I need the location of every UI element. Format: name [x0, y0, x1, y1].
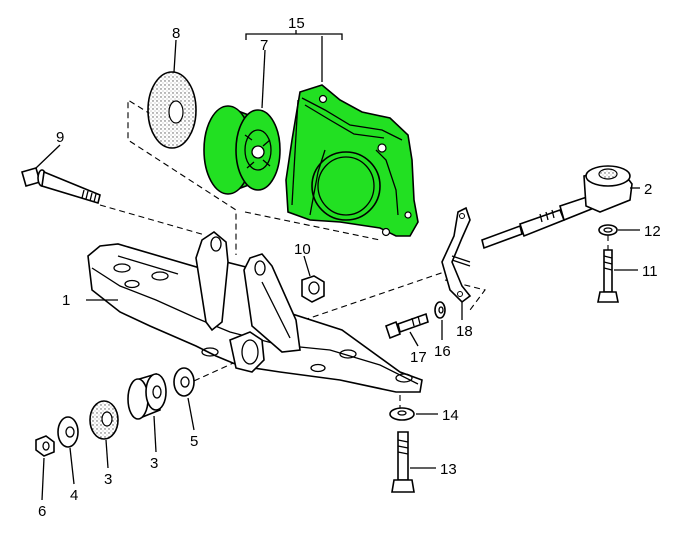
part-14-washer[interactable] [389, 407, 415, 421]
callout-14: 14 [442, 407, 459, 424]
part-5-washer[interactable] [173, 367, 195, 397]
callout-13: 13 [440, 461, 457, 478]
part-4-washer[interactable] [57, 416, 79, 448]
callout-9: 9 [56, 129, 64, 146]
callout-18: 18 [456, 323, 473, 340]
part-3-bushing-upper[interactable] [127, 372, 167, 420]
part-12-washer[interactable] [598, 224, 618, 236]
part-13-bolt[interactable] [391, 431, 415, 493]
part-7-rubber-mount[interactable] [203, 105, 281, 195]
part-3-bushing-lower[interactable] [89, 400, 119, 440]
part-8-washer[interactable] [147, 71, 197, 149]
part-15-mount-bracket[interactable] [285, 84, 419, 237]
part-1-cross-member[interactable] [87, 231, 423, 393]
part-18-bracket-plate[interactable] [441, 206, 472, 304]
callout-16: 16 [434, 343, 451, 360]
part-2-bushing-link[interactable] [481, 165, 633, 250]
leader-lines [35, 30, 640, 501]
part-6-nut[interactable] [35, 435, 55, 457]
callout-12: 12 [644, 223, 661, 240]
callout-11: 11 [642, 263, 658, 280]
callout-4: 4 [70, 487, 78, 504]
callout-17: 17 [410, 349, 427, 366]
callout-6: 6 [38, 503, 46, 520]
callout-labels: 1 2 3 3 4 5 6 7 8 9 10 11 12 13 14 15 16… [38, 15, 661, 520]
part-16-washer[interactable] [434, 301, 446, 319]
callout-7: 7 [260, 37, 268, 54]
callout-3: 3 [104, 471, 112, 488]
part-9-long-bolt[interactable] [21, 167, 101, 205]
part-17-bolt[interactable] [385, 312, 429, 340]
callout-8: 8 [172, 25, 180, 42]
callout-5: 5 [190, 433, 198, 450]
callout-2: 2 [644, 181, 652, 198]
part-10-nut[interactable] [301, 275, 325, 303]
callout-3: 3 [150, 455, 158, 472]
callout-15: 15 [288, 15, 305, 32]
part-11-bolt[interactable] [597, 249, 619, 303]
callout-1: 1 [62, 292, 70, 309]
callout-10: 10 [294, 241, 311, 258]
